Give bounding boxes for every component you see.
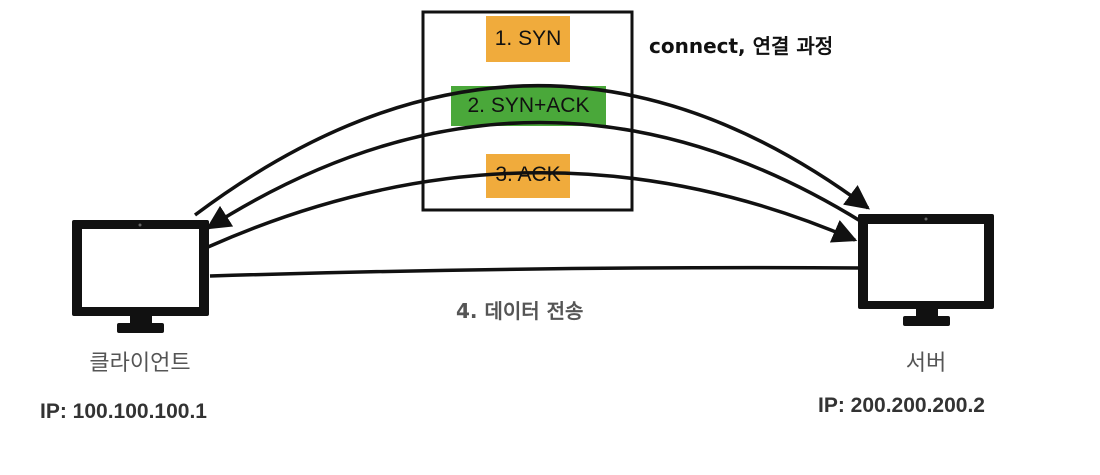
syn-label-bg xyxy=(486,16,570,62)
client-name: 클라이언트 xyxy=(89,351,191,376)
server-ip: IP: 200.200.200.2 xyxy=(818,394,985,417)
handshake-box xyxy=(421,10,634,212)
ack-arrow xyxy=(207,170,858,249)
syn-label: 1. SYN xyxy=(494,27,562,50)
syn-arrow xyxy=(193,84,870,217)
client-ip: IP: 100.100.100.1 xyxy=(40,400,207,423)
data-transfer-label: 4. 데이터 전송 xyxy=(456,299,584,323)
client-monitor-icon xyxy=(72,220,209,333)
connect-annotation: connect, 연결 과정 xyxy=(649,34,834,58)
synack-label-bg xyxy=(451,86,606,126)
data-transfer-line xyxy=(209,265,863,278)
synack-label: 2. SYN+ACK xyxy=(467,94,590,117)
server-monitor-icon xyxy=(858,214,994,326)
synack-arrow xyxy=(205,120,863,230)
server-name: 서버 xyxy=(905,351,947,376)
ack-label: 3. ACK xyxy=(495,163,561,186)
ack-label-bg xyxy=(486,154,570,198)
